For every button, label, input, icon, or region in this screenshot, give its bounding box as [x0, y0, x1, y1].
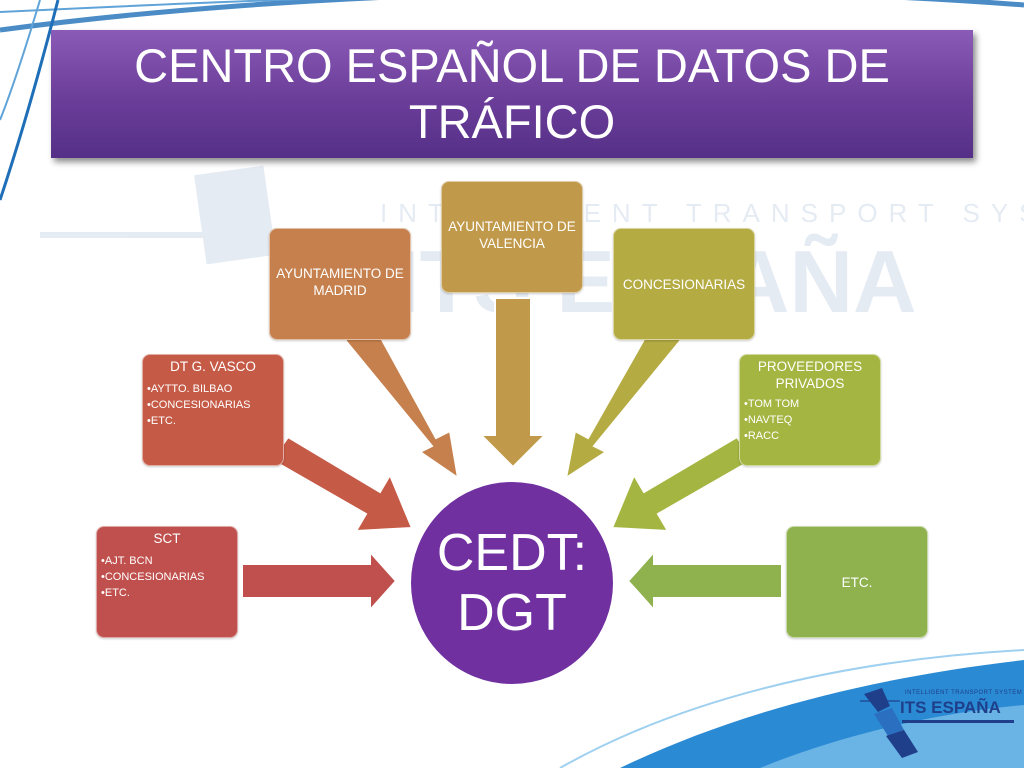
source-label: DT G. VASCO: [170, 359, 256, 374]
source-label: SCT: [153, 531, 181, 546]
decorative-curve: [0, 0, 60, 201]
logo-top-text: INTELLIGENT TRANSPORT SYSTEM: [905, 690, 1023, 696]
source-box-concesionarias: CONCESIONARIAS: [613, 228, 755, 340]
list-item: AJT. BCN: [101, 553, 233, 569]
center-line-2: DGT: [457, 584, 567, 642]
list-item: NAVTEQ: [744, 412, 876, 428]
arrow-from-proveedores: [610, 435, 754, 533]
list-item: RACC: [744, 428, 876, 444]
source-item-list: AYTTO. BILBAO CONCESIONARIAS ETC.: [147, 381, 279, 429]
source-label: AYUNTAMIENTO DE MADRID: [276, 266, 404, 298]
center-hub: CEDT: DGT: [409, 480, 615, 686]
arrow-from-madrid: [343, 325, 460, 481]
center-line-1: CEDT:: [436, 524, 588, 582]
decorative-curve: [0, 0, 303, 13]
list-item: ETC.: [101, 585, 233, 601]
list-item: CONCESIONARIAS: [147, 397, 279, 413]
list-item: AYTTO. BILBAO: [147, 381, 279, 397]
arrow-from-sct: [241, 549, 398, 613]
source-item-list: AJT. BCN CONCESIONARIAS ETC.: [101, 553, 233, 601]
decorative-curve: [559, 649, 1024, 768]
source-label: ETC.: [841, 574, 873, 590]
source-box-etc: ETC.: [786, 526, 928, 638]
list-item: CONCESIONARIAS: [101, 569, 233, 585]
source-box-vasco: DT G. VASCO AYTTO. BILBAO CONCESIONARIAS…: [142, 354, 284, 466]
source-box-valencia: AYUNTAMIENTO DE VALENCIA: [441, 181, 583, 293]
source-box-proveedores: PROVEEDORES PRIVADOS TOM TOM NAVTEQ RACC: [739, 354, 881, 466]
source-label: PROVEEDORES PRIVADOS: [757, 359, 863, 391]
its-espana-logo: INTELLIGENT TRANSPORT SYSTEM ITS ESPAÑA: [860, 686, 1023, 760]
source-label: AYUNTAMIENTO DE VALENCIA: [448, 219, 576, 251]
logo-name: ITS ESPAÑA: [900, 698, 1001, 717]
title-line-2: TRÁFICO: [408, 95, 616, 148]
source-label: CONCESIONARIAS: [622, 276, 746, 292]
decorative-curve: [0, 0, 1024, 33]
source-box-sct: SCT AJT. BCN CONCESIONARIAS ETC.: [96, 526, 238, 638]
source-box-madrid: AYUNTAMIENTO DE MADRID: [269, 228, 411, 340]
decorative-curve: [0, 0, 41, 121]
arrow-from-etc: [626, 549, 783, 613]
arrow-from-vasco: [270, 435, 414, 533]
logo-mark: [860, 688, 1014, 758]
source-item-list: TOM TOM NAVTEQ RACC: [744, 396, 876, 444]
arrow-from-valencia: [478, 297, 548, 469]
list-item: TOM TOM: [744, 396, 876, 412]
slide-title: CENTRO ESPAÑOL DE DATOS DE TRÁFICO: [51, 30, 973, 158]
title-line-1: CENTRO ESPAÑOL DE DATOS DE: [134, 39, 890, 92]
list-item: ETC.: [147, 413, 279, 429]
arrow-from-concesionarias: [564, 325, 683, 481]
